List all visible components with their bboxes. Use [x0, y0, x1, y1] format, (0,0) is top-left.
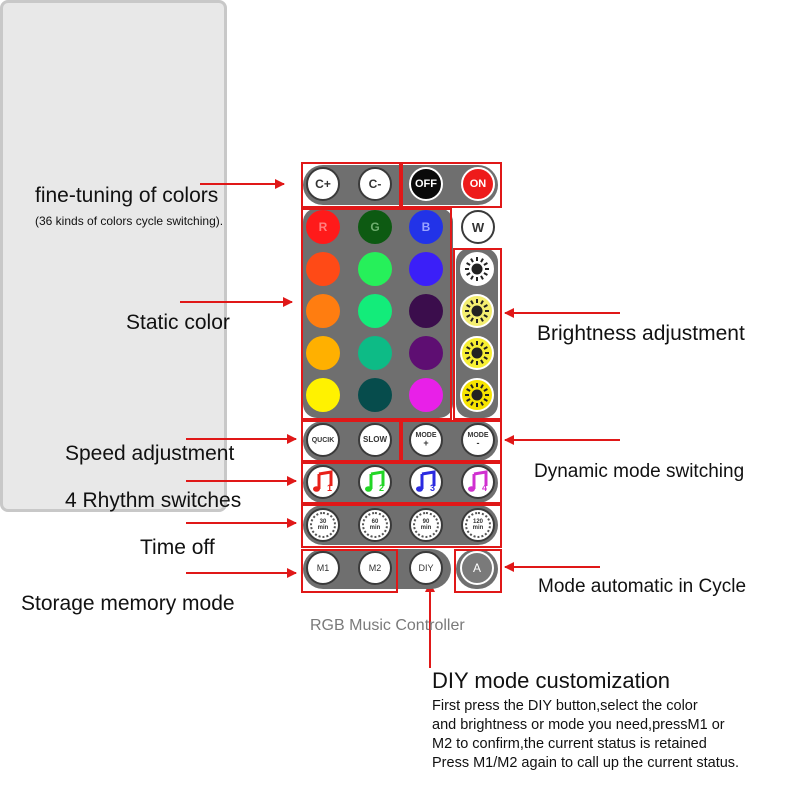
rhythm-button[interactable]: 3 [409, 465, 443, 499]
timer-unit: min [472, 525, 484, 531]
timer-unit: min [369, 525, 381, 531]
sun-icon [465, 341, 489, 365]
auto-label: A [472, 561, 481, 575]
label-automatic: Mode automatic in Cycle [538, 576, 747, 597]
color-plus-button[interactable]: C+ [306, 167, 340, 201]
timer-unit: min [420, 525, 432, 531]
timer-value: 30 [319, 519, 327, 525]
timer-value: 60 [371, 519, 379, 525]
static-color-button[interactable] [358, 336, 392, 370]
m1-button[interactable]: M1 [306, 551, 340, 585]
timer-unit: min [317, 525, 329, 531]
rhythm-button[interactable]: 2 [358, 465, 392, 499]
highlight-rhythm [301, 462, 502, 504]
diy-description: First press the DIY button,select the co… [432, 697, 739, 773]
rhythm-number: 2 [379, 483, 385, 493]
highlight-static-color [301, 208, 452, 420]
diy-button[interactable]: DIY [409, 551, 443, 585]
green-button[interactable]: G [358, 210, 392, 244]
diy-desc-line: and brightness or mode you need,pressM1 … [432, 717, 725, 733]
rhythm-number: 4 [482, 483, 488, 493]
label-fine-tuning: fine-tuning of colors [35, 184, 219, 207]
auto-button[interactable]: A [460, 551, 494, 585]
slow-button[interactable]: SLOW [358, 423, 392, 457]
mode-minus-sign: - [476, 438, 480, 448]
diy-desc-line: First press the DIY button,select the co… [432, 698, 698, 714]
static-color-button[interactable] [306, 378, 340, 412]
diy-desc-line: Press M1/M2 again to call up the current… [432, 755, 740, 771]
label-static-color: Static color [126, 311, 230, 334]
brightness-button[interactable] [460, 294, 494, 328]
label-dynamic: Dynamic mode switching [534, 461, 745, 482]
static-color-button[interactable] [409, 252, 443, 286]
static-color-button[interactable] [358, 294, 392, 328]
music-note-icon [468, 470, 488, 492]
timer-button[interactable]: 90 min [409, 508, 443, 542]
music-note-icon [313, 470, 333, 492]
mode-plus-label: MODE [415, 432, 437, 439]
highlight-speed [301, 420, 401, 462]
red-button[interactable]: R [306, 210, 340, 244]
static-color-button[interactable] [358, 378, 392, 412]
highlight-memory [301, 549, 398, 593]
sun-icon [465, 299, 489, 323]
timer-dial-icon: 30 min [310, 512, 336, 538]
static-color-button[interactable] [306, 252, 340, 286]
timer-value: 120 [472, 519, 483, 525]
label-fine-tuning-sub: (36 kinds of colors cycle switching). [35, 214, 224, 228]
sun-icon [465, 383, 489, 407]
blue-button[interactable]: B [409, 210, 443, 244]
highlight-dynamic [401, 420, 502, 462]
timer-dial-icon: 60 min [362, 512, 388, 538]
highlight-auto [454, 549, 502, 593]
diy-desc-line: M2 to confirm,the current status is reta… [432, 736, 707, 752]
static-color-button[interactable] [409, 294, 443, 328]
static-color-button[interactable] [409, 378, 443, 412]
highlight-on-off [401, 162, 502, 208]
quick-button[interactable]: QUCIK [306, 423, 340, 457]
label-diy-title: DIY mode customization [432, 668, 671, 693]
on-button[interactable]: ON [461, 167, 495, 201]
timer-button[interactable]: 60 min [358, 508, 392, 542]
brightness-button[interactable] [460, 336, 494, 370]
label-storage: Storage memory mode [21, 592, 235, 615]
static-color-button[interactable] [358, 252, 392, 286]
highlight-fine-tuning [301, 162, 401, 208]
remote-control-body [0, 0, 227, 512]
mode-minus-button[interactable]: MODE - [461, 423, 495, 457]
m2-button[interactable]: M2 [358, 551, 392, 585]
label-brightness: Brightness adjustment [537, 322, 745, 345]
timer-dial-icon: 120 min [465, 512, 491, 538]
timer-button[interactable]: 30 min [306, 508, 340, 542]
timer-button[interactable]: 120 min [461, 508, 495, 542]
timer-value: 90 [422, 519, 430, 525]
color-minus-button[interactable]: C- [358, 167, 392, 201]
mode-plus-button[interactable]: MODE + [409, 423, 443, 457]
rhythm-button[interactable]: 4 [461, 465, 495, 499]
sun-icon [465, 257, 489, 281]
music-note-icon [416, 470, 436, 492]
timer-dial-icon: 90 min [413, 512, 439, 538]
static-color-button[interactable] [306, 336, 340, 370]
rhythm-button[interactable]: 1 [306, 465, 340, 499]
static-color-button[interactable] [409, 336, 443, 370]
highlight-timer [301, 504, 502, 548]
brightness-button[interactable] [460, 378, 494, 412]
label-rhythm: 4 Rhythm switches [65, 489, 242, 512]
white-button[interactable]: W [461, 210, 495, 244]
mode-plus-sign: + [423, 438, 429, 448]
label-time-off: Time off [140, 536, 215, 559]
mode-minus-label: MODE [467, 432, 489, 439]
music-note-icon [365, 470, 385, 492]
rhythm-number: 3 [430, 483, 436, 493]
brightness-button[interactable] [460, 252, 494, 286]
highlight-brightness [453, 248, 502, 420]
label-speed: Speed adjustment [65, 442, 235, 465]
rhythm-number: 1 [327, 483, 333, 493]
static-color-button[interactable] [306, 294, 340, 328]
remote-title: RGB Music Controller [310, 617, 465, 634]
off-button[interactable]: OFF [409, 167, 443, 201]
